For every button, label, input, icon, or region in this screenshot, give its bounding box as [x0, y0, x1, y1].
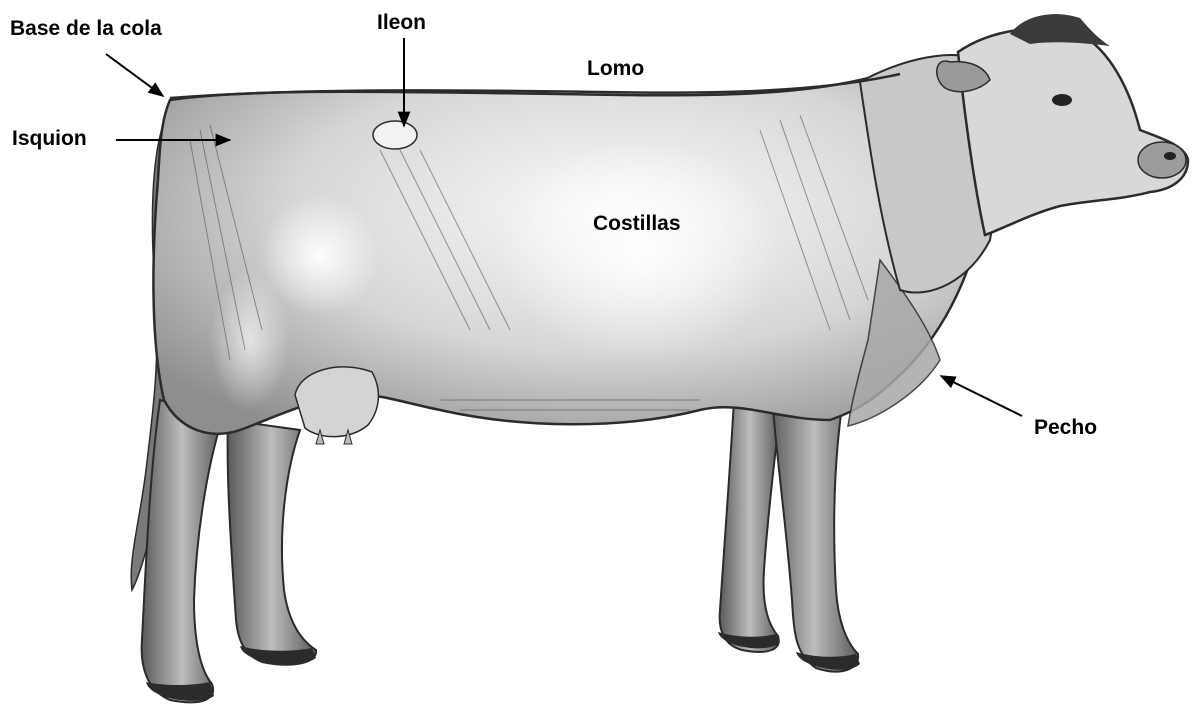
arrow-base-cola — [106, 54, 163, 96]
front-leg-far — [720, 400, 780, 652]
hind-leg-far — [228, 420, 316, 665]
label-pecho: Pecho — [1034, 417, 1097, 438]
cow-muzzle — [1138, 142, 1186, 178]
udder — [295, 367, 378, 437]
rib-highlight — [500, 140, 780, 360]
label-costillas: Costillas — [593, 213, 681, 234]
hind-leg-near — [142, 400, 222, 702]
ileon-bone — [373, 121, 417, 149]
thigh-highlight — [210, 270, 290, 410]
label-lomo: Lomo — [587, 58, 644, 79]
forelock — [1010, 14, 1110, 46]
label-ileon: Ileon — [377, 12, 426, 33]
label-isquion: Isquion — [12, 128, 87, 149]
label-base-de-la-cola: Base de la cola — [10, 18, 162, 39]
cow-head — [958, 28, 1188, 235]
cow-eye — [1052, 94, 1072, 106]
nostril — [1164, 152, 1176, 160]
arrow-pecho — [941, 376, 1022, 416]
